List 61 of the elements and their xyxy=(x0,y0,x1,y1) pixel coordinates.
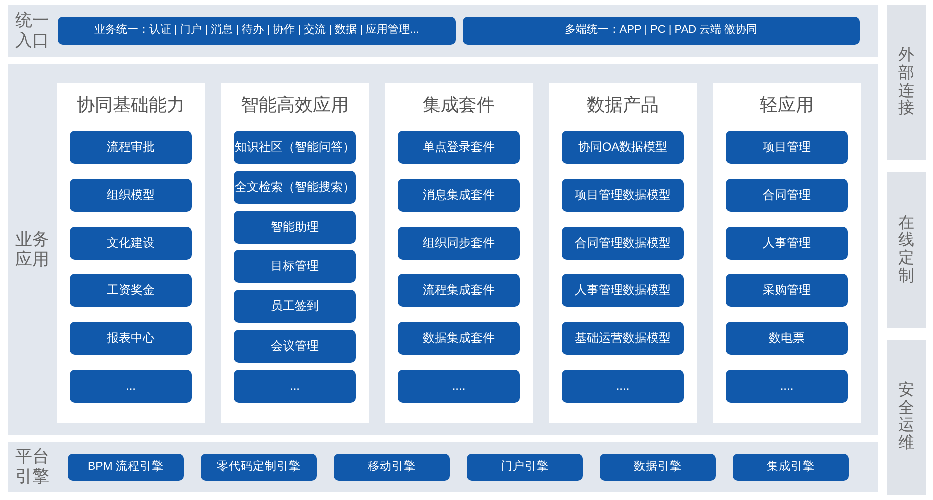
category-card xyxy=(385,83,533,423)
module-item: 知识社区（智能问答） xyxy=(234,131,356,164)
card-heading: 协同基础能力 xyxy=(77,94,185,117)
side-panel xyxy=(887,5,926,160)
engine-item: 移动引擎 xyxy=(334,454,450,480)
module-item: 单点登录套件 xyxy=(398,131,520,164)
category-card xyxy=(549,83,697,423)
module-item: 文化建设 xyxy=(70,226,192,260)
module-item: .... xyxy=(562,370,684,403)
module-item: 流程集成套件 xyxy=(398,274,520,308)
panel-label: 在线定制 xyxy=(898,214,914,286)
module-item: 组织同步套件 xyxy=(398,226,520,260)
engine-item: 零代码定制引擎 xyxy=(201,454,317,480)
module-item: ... xyxy=(234,370,356,403)
panel-label: 安全运维 xyxy=(898,382,914,452)
engine-item: BPM 流程引擎 xyxy=(68,454,184,480)
module-item: 流程审批 xyxy=(70,131,192,164)
layer-band xyxy=(8,442,878,492)
band-label: 统一入口 xyxy=(16,11,50,51)
card-heading: 轻应用 xyxy=(760,94,814,117)
module-item: 员工签到 xyxy=(234,290,356,324)
module-item: 数电票 xyxy=(726,322,848,356)
entry-bar: 多端统一：APP | PC | PAD 云端 微协同 xyxy=(462,17,860,45)
module-item: 项目管理数据模型 xyxy=(562,178,684,212)
module-item: 会议管理 xyxy=(234,330,356,364)
module-item: 合同管理数据模型 xyxy=(562,226,684,260)
module-item: .... xyxy=(398,370,520,403)
module-item: 基础运营数据模型 xyxy=(562,322,684,356)
card-heading: 智能高效应用 xyxy=(241,94,349,117)
engine-item: 集成引擎 xyxy=(733,454,849,480)
module-item: 消息集成套件 xyxy=(398,178,520,212)
layer-band xyxy=(8,64,878,435)
module-item: 人事管理 xyxy=(726,226,848,260)
module-item: 组织模型 xyxy=(70,178,192,212)
module-item: 工资奖金 xyxy=(70,274,192,308)
band-label: 业务应用 xyxy=(16,230,50,270)
module-item: 人事管理数据模型 xyxy=(562,274,684,308)
module-item: 项目管理 xyxy=(726,131,848,164)
card-heading: 数据产品 xyxy=(587,94,659,117)
module-item: 智能助理 xyxy=(234,210,356,244)
band-label: 平台引擎 xyxy=(16,447,50,487)
module-item: .... xyxy=(726,370,848,403)
entry-bar: 业务统一：认证 | 门户 | 消息 | 待办 | 协作 | 交流 | 数据 | 应用管理... xyxy=(58,17,456,45)
module-item: 目标管理 xyxy=(234,250,356,284)
side-panel xyxy=(887,172,926,328)
layer-band xyxy=(8,5,878,57)
category-card xyxy=(57,83,205,423)
module-item: ... xyxy=(70,370,192,403)
engine-item: 数据引擎 xyxy=(600,454,716,480)
card-heading: 集成套件 xyxy=(423,94,495,117)
module-item: 协同OA数据模型 xyxy=(562,131,684,164)
category-card xyxy=(713,83,861,423)
module-item: 数据集成套件 xyxy=(398,322,520,356)
category-card xyxy=(221,83,369,423)
panel-label: 外部连接 xyxy=(898,47,914,118)
module-item: 全文检索（智能搜索） xyxy=(234,170,356,204)
engine-item: 门户引擎 xyxy=(467,454,583,480)
module-item: 采购管理 xyxy=(726,274,848,308)
side-panel xyxy=(887,340,926,495)
module-item: 报表中心 xyxy=(70,322,192,356)
module-item: 合同管理 xyxy=(726,178,848,212)
